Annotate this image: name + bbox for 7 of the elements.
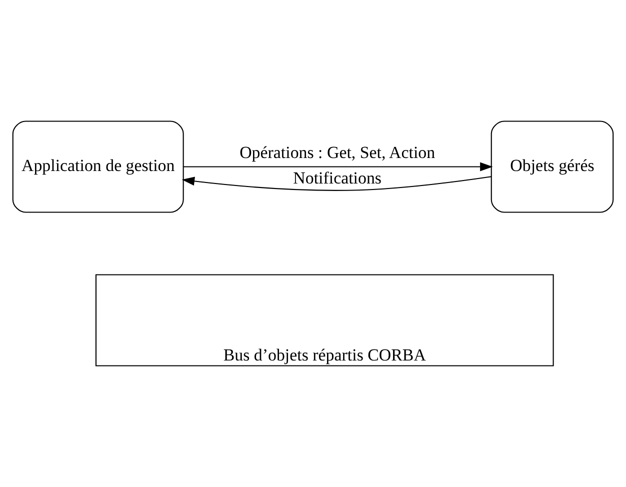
edge-label: Notifications: [293, 168, 382, 188]
node-box: Bus d’objets répartis CORBA: [95, 274, 554, 366]
edge-label: Opérations : Get, Set, Action: [240, 143, 436, 162]
arrow: [182, 176, 492, 191]
arrow: [184, 162, 493, 172]
node-box: Objets gérés: [490, 120, 614, 213]
node-box: Application de gestion: [12, 120, 184, 213]
